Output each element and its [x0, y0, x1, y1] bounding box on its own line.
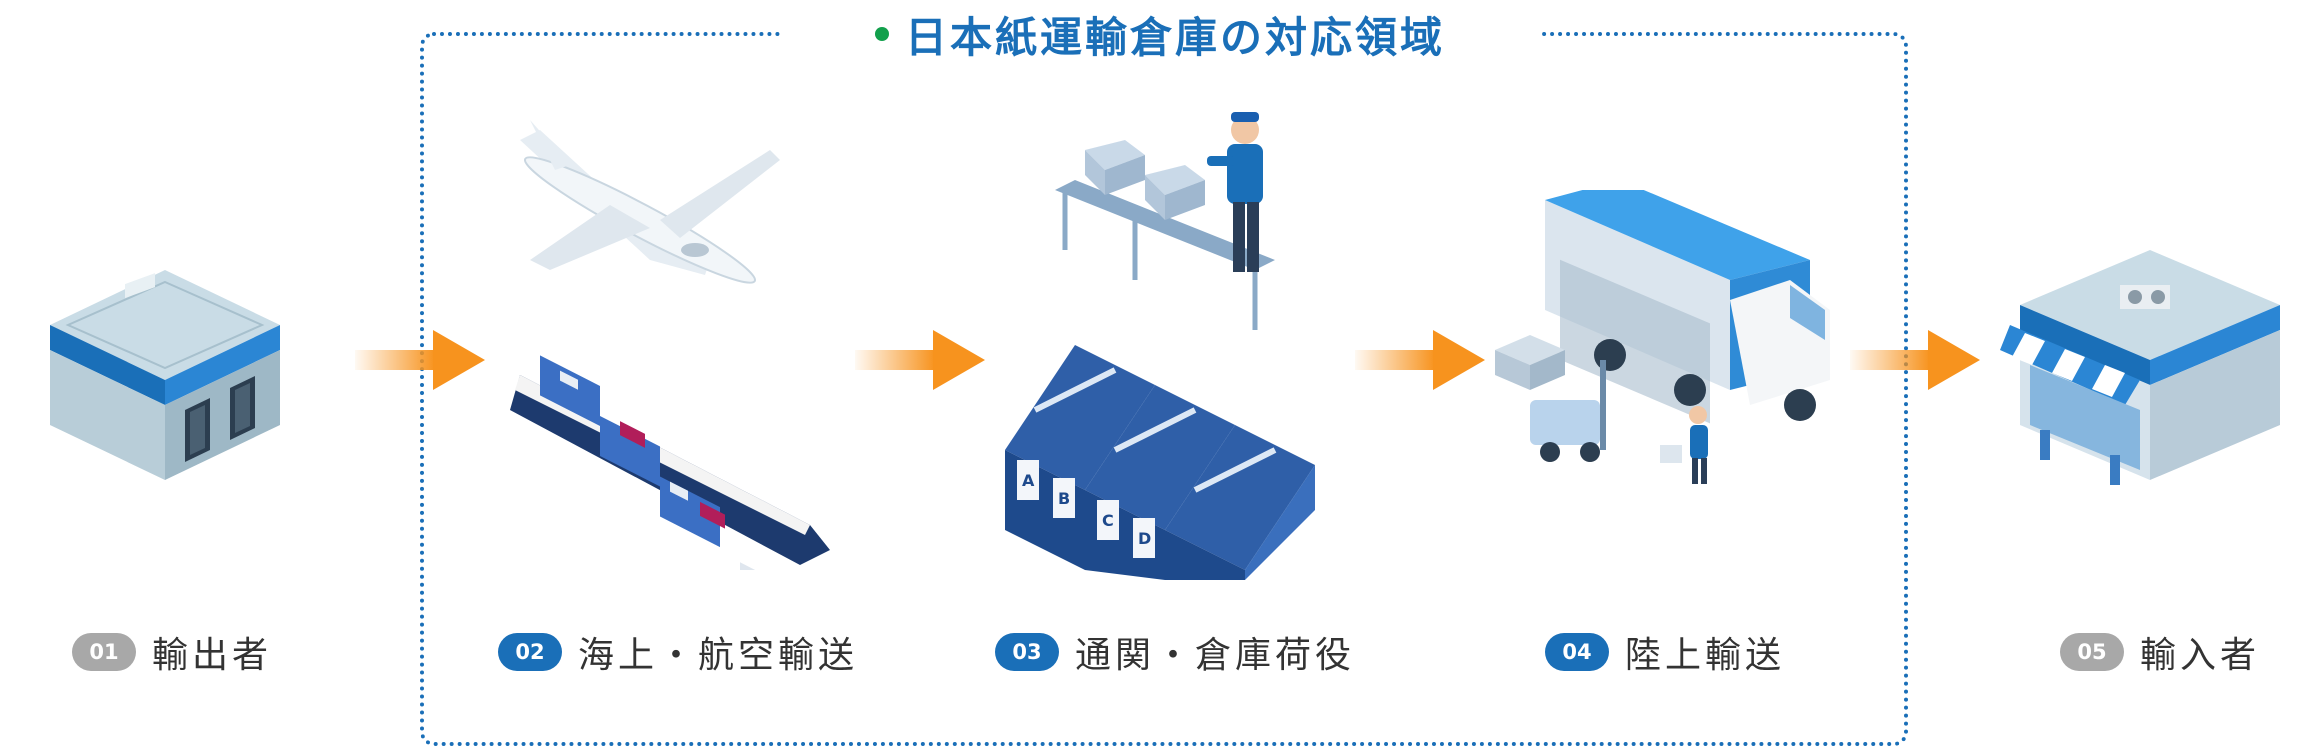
step-label: 通関・倉庫荷役 [1075, 635, 1356, 676]
step-exporter: 01 輸出者 [72, 626, 272, 678]
arrow-right-icon [855, 330, 985, 390]
scope-title: 日本紙運輸倉庫の対応領域 [904, 12, 1445, 62]
step-label: 輸出者 [152, 635, 273, 676]
warehouse-and-worker-icon: A B C D [1005, 112, 1315, 580]
step-number-badge: 01 [72, 633, 136, 671]
step-label: 陸上輸送 [1625, 635, 1786, 676]
step-label: 海上・航空輸送 [578, 635, 859, 676]
exporter-building-icon [50, 270, 280, 480]
plane-and-ship-icon [510, 120, 830, 570]
step-customs-warehouse: 03 通関・倉庫荷役 [995, 626, 1355, 678]
warehouse-door-c: C [1102, 511, 1114, 530]
step-land-transport: 04 陸上輸送 [1545, 626, 1785, 678]
step-label: 輸入者 [2140, 635, 2261, 676]
arrow-right-icon [355, 330, 485, 390]
arrow-right-icon [1355, 330, 1485, 390]
green-dot-icon [874, 27, 889, 41]
step-number-badge: 02 [498, 633, 562, 671]
arrow-right-icon [1850, 330, 1980, 390]
warehouse-door-d: D [1138, 529, 1151, 548]
step-importer: 05 輸入者 [2060, 626, 2260, 678]
truck-and-forklift-icon [1495, 190, 1830, 484]
warehouse-door-a: A [1022, 471, 1035, 490]
importer-store-icon [2000, 250, 2280, 485]
warehouse-door-b: B [1058, 489, 1070, 508]
step-number-badge: 03 [995, 633, 1059, 671]
step-number-badge: 05 [2060, 633, 2124, 671]
step-number-badge: 04 [1545, 633, 1609, 671]
scope-title-box: 日本紙運輸倉庫の対応領域 [780, 8, 1540, 62]
step-sea-air-transport: 02 海上・航空輸送 [498, 626, 858, 678]
